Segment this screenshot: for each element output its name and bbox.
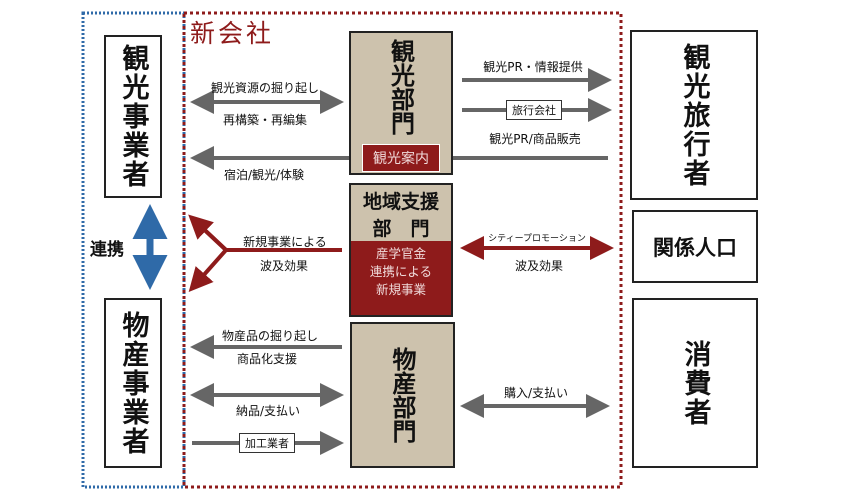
- product-top-label: 物産品の掘り起し: [221, 329, 319, 343]
- ripple-arrow-upper: [188, 214, 228, 252]
- regional-dept-title-1: 地域支援: [362, 191, 439, 213]
- ripple-arrow: [194, 218, 342, 286]
- link-label: 連携: [90, 240, 124, 260]
- new-company-title: 新会社: [190, 19, 275, 48]
- resource-bottom-label: 再構築・再編集: [222, 113, 308, 127]
- product-bottom-label: 商品化支援: [236, 352, 298, 366]
- processor-box: 加工業者: [239, 433, 295, 453]
- ripple-right-label: 波及効果: [514, 259, 564, 273]
- new-company-region: [182, 11, 623, 489]
- delivery-label: 納品/支払い: [235, 404, 301, 418]
- ripple-left-label: 波及効果: [259, 259, 309, 273]
- travelers-box: 観光旅行者: [630, 30, 758, 200]
- travel-agency-box: 旅行会社: [506, 100, 562, 120]
- regional-desc: 産学官金 連携による 新規事業: [351, 241, 451, 315]
- resource-top-label: 観光資源の掘り起し: [210, 81, 320, 95]
- stay-label: 宿泊/観光/体験: [223, 168, 305, 182]
- consumers-box: 消費者: [632, 298, 758, 468]
- purchase-label: 購入/支払い: [503, 386, 569, 400]
- city-promo-label: シティープロモーション: [488, 234, 586, 244]
- pr-info-label: 観光PR・情報提供: [483, 60, 583, 74]
- products-dept-box: 物産部門: [350, 322, 455, 468]
- new-biz-label: 新規事業による: [243, 235, 327, 249]
- pr-sales-label: 観光PR/商品販売: [489, 132, 581, 146]
- tourism-info-box: 観光案内: [362, 144, 440, 172]
- related-population-box: 関係人口: [632, 210, 758, 283]
- regional-dept-title-2: 部 門: [372, 218, 430, 240]
- regional-dept-box: 地域支援 部 門 産学官金 連携による 新規事業: [349, 183, 453, 317]
- products-business-box: 物産事業者: [104, 298, 162, 468]
- tourism-business-box: 観光事業者: [104, 35, 162, 198]
